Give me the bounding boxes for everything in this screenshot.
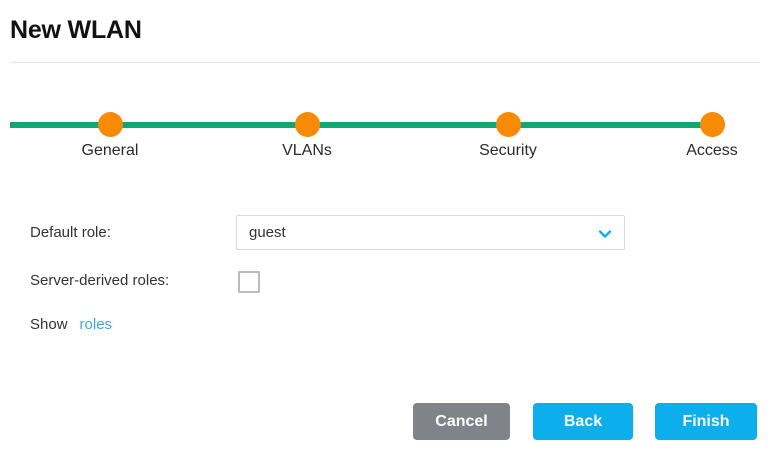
page-title: New WLAN [10,16,142,44]
wizard-step-label: Security [479,142,537,159]
wizard-step-label: VLANs [282,142,332,159]
step-dot-icon [699,112,725,137]
server-derived-roles-checkbox[interactable] [238,271,260,293]
wizard-step-label: General [81,142,139,159]
step-dot-icon [294,112,320,137]
default-role-label: Default role: [30,224,111,241]
server-derived-roles-label: Server-derived roles: [30,272,170,289]
wizard-step-access[interactable]: Access [632,100,770,160]
stepper-track [10,122,713,128]
finish-button[interactable]: Finish [655,403,757,440]
show-roles-row: Show roles [30,316,112,333]
wizard-step-vlans[interactable]: VLANs [227,100,387,160]
default-role-selected-value: guest [249,224,286,241]
step-dot-icon [97,112,123,137]
chevron-down-icon [598,227,612,241]
back-button[interactable]: Back [533,403,633,440]
header-divider [10,62,760,63]
wizard-stepper: General VLANs Security Access [0,100,770,162]
default-role-select[interactable]: guest [236,215,625,250]
wizard-step-security[interactable]: Security [428,100,588,160]
wizard-step-general[interactable]: General [30,100,190,160]
roles-link[interactable]: roles [79,316,113,333]
wizard-step-label: Access [686,142,738,159]
show-label: Show [30,316,68,333]
cancel-button[interactable]: Cancel [413,403,510,440]
step-dot-icon [495,112,521,137]
